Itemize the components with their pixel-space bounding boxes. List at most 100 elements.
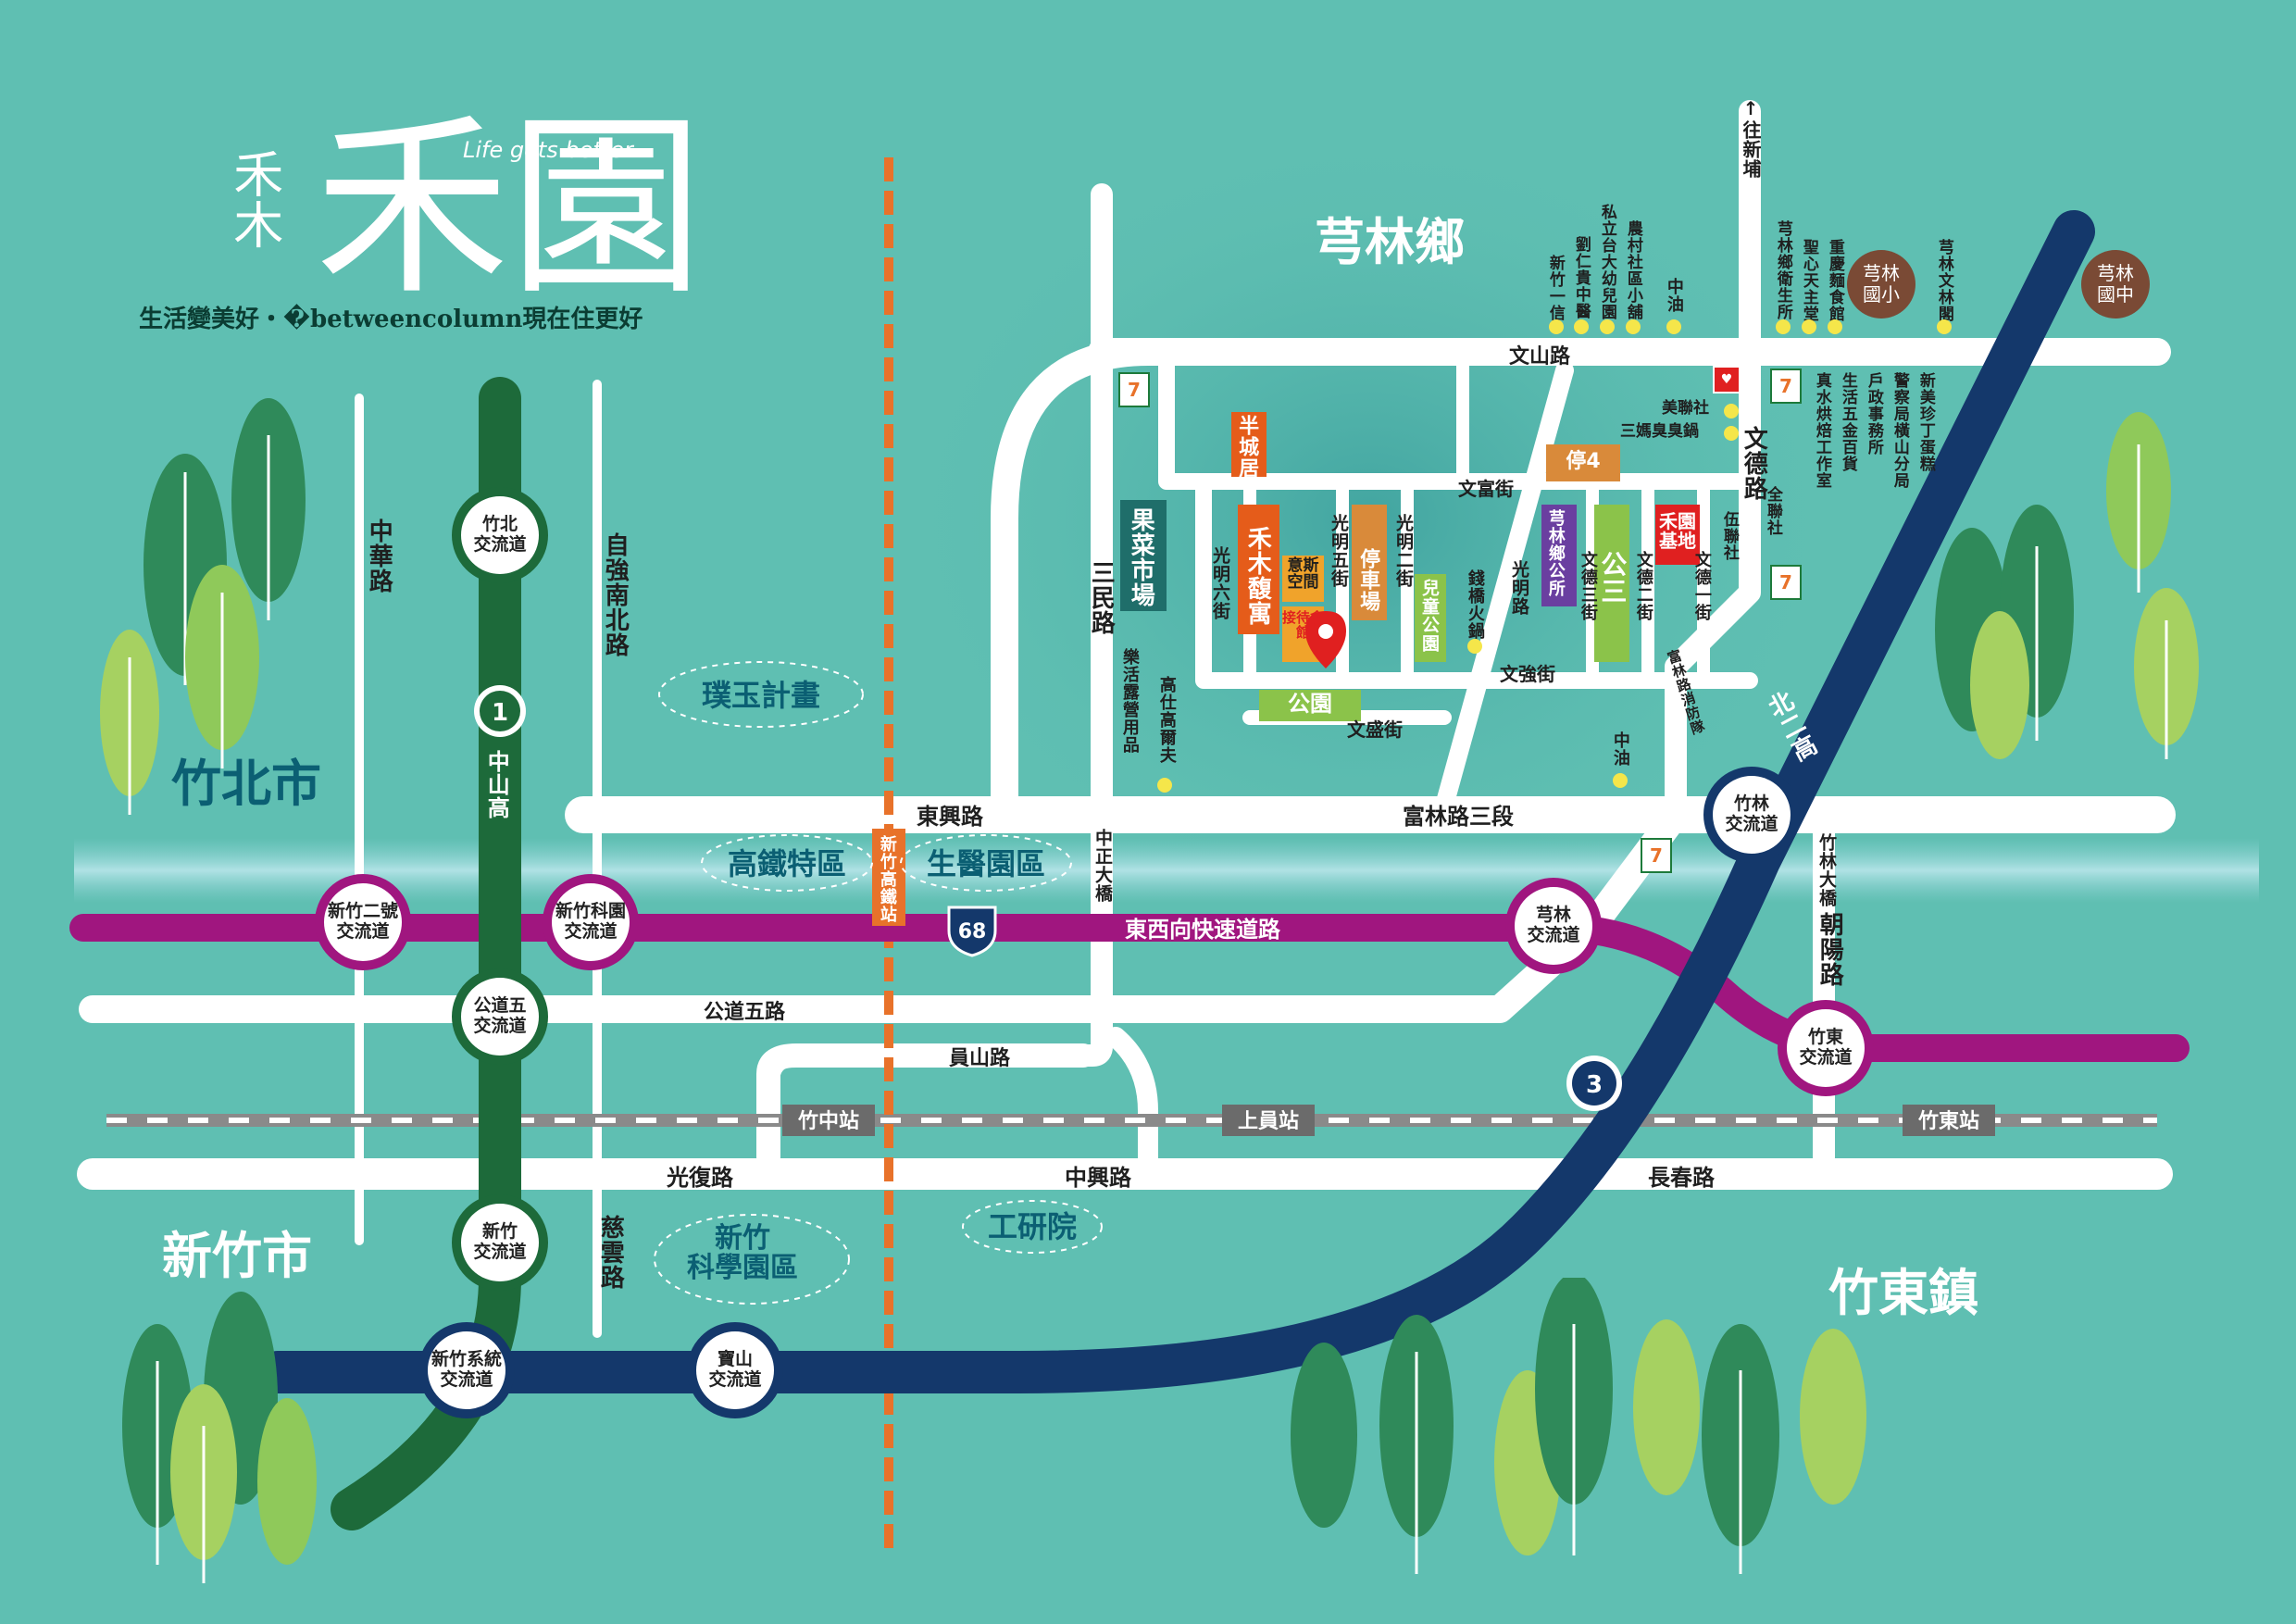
bridge-zhongzheng: 中正大橋 bbox=[1092, 829, 1113, 903]
road-wenqiang-west[interactable] bbox=[1195, 473, 1490, 689]
block-gong3 bbox=[1594, 505, 1629, 662]
trees-southwest bbox=[122, 1292, 317, 1583]
bridge-zhulin: 竹林大橋 bbox=[1816, 833, 1837, 907]
hw3-shield-icon: 3 bbox=[1566, 1056, 1622, 1111]
hw1-number: 1 bbox=[492, 699, 508, 727]
area-science-outline bbox=[654, 1214, 850, 1305]
hw3-number: 3 bbox=[1586, 1071, 1603, 1099]
label-wende: 文德路 bbox=[1740, 426, 1768, 501]
school-qionglin-elem[interactable]: 芎林 國小 bbox=[1847, 250, 1915, 319]
poi-golf: 高仕高爾夫 bbox=[1156, 676, 1177, 764]
label-parking: 停車場 bbox=[1356, 548, 1380, 612]
svg-text:竹東站: 竹東站 bbox=[1917, 1109, 1979, 1133]
poi-credit: 新竹一信 bbox=[1545, 255, 1565, 321]
interchange-hsinchu[interactable]: 新竹 交流道 bbox=[452, 1194, 548, 1291]
label-gongdao5: 公道五路 bbox=[704, 1000, 786, 1024]
poi-credit-dot bbox=[1549, 319, 1564, 334]
area-puyu: 璞玉計畫 bbox=[702, 678, 820, 713]
label-wende3: 文德三街 bbox=[1578, 551, 1598, 621]
interchange-hsinchu2[interactable]: 新竹二號 交流道 bbox=[315, 874, 411, 970]
road-guangming[interactable] bbox=[1435, 361, 1574, 815]
label-chaoyang: 朝陽路 bbox=[1816, 912, 1844, 987]
poi-hotpot-dot bbox=[1467, 639, 1482, 654]
interchange-baoshan[interactable]: 寶山 交流道 bbox=[687, 1322, 783, 1418]
station-hsr[interactable] bbox=[872, 829, 905, 926]
interchange-zhudong[interactable]: 竹東 交流道 bbox=[1778, 1000, 1874, 1096]
block-park bbox=[1259, 690, 1361, 721]
station-zhudong[interactable]: 竹東站 bbox=[1903, 1105, 1995, 1136]
poi-clinic: 劉仁貴中醫 bbox=[1571, 236, 1591, 319]
station-zhuzhong[interactable]: 竹中站 bbox=[782, 1105, 875, 1136]
label-hw1: 中山高 bbox=[483, 750, 510, 819]
area-biomed: 生醫園區 bbox=[927, 846, 1045, 881]
label-wende1: 文德一街 bbox=[1691, 551, 1712, 621]
poi-golf-dot bbox=[1157, 778, 1172, 793]
poi-gas-north: 中油 bbox=[1664, 278, 1684, 313]
label-to-xinpu: ↑往新埔 bbox=[1740, 97, 1762, 179]
interchange-zhulin[interactable]: 竹林 交流道 bbox=[1703, 767, 1800, 863]
label-guangming2: 光明二街 bbox=[1392, 514, 1414, 588]
interchange-gongdao5[interactable]: 公道五 交流道 bbox=[452, 968, 548, 1065]
poi-household: 戶政事務所 bbox=[1864, 372, 1883, 456]
area-itri: 工研院 bbox=[988, 1209, 1077, 1244]
label-wenshan: 文山路 bbox=[1509, 344, 1571, 369]
label-sanmin: 三民路 bbox=[1087, 560, 1116, 635]
label-gong3: 公三 bbox=[1597, 551, 1628, 605]
block-market bbox=[1120, 500, 1167, 611]
poi-gas-north-dot bbox=[1666, 319, 1681, 334]
label-ciyun: 慈雲路 bbox=[596, 1215, 625, 1290]
label-site: 禾園基地 bbox=[1659, 510, 1696, 552]
route68-shield-icon: 68 bbox=[947, 906, 997, 957]
area-biomed-outline bbox=[900, 834, 1072, 892]
poi-camping: 樂活露營用品 bbox=[1119, 648, 1140, 754]
store-pxmart-icon: ♥ bbox=[1713, 366, 1741, 394]
school-qionglin-jr[interactable]: 芎林 國中 bbox=[2081, 250, 2150, 319]
interchange-hsinchu-sci[interactable]: 新竹科園 交流道 bbox=[543, 874, 639, 970]
label-hemu-fuyu: 禾木馥寓 bbox=[1243, 526, 1272, 626]
label-guangming5: 光明五街 bbox=[1328, 514, 1349, 588]
label-wende2: 文德二街 bbox=[1633, 551, 1653, 621]
label-park: 公園 bbox=[1288, 691, 1332, 717]
trees-east bbox=[1935, 412, 2199, 759]
interchange-zhubei[interactable]: 竹北 交流道 bbox=[452, 487, 548, 583]
label-wenfu: 文富街 bbox=[1458, 478, 1514, 500]
area-puyu-outline bbox=[658, 661, 864, 728]
hw3-line[interactable] bbox=[256, 210, 2095, 1393]
svg-text:上員站: 上員站 bbox=[1238, 1110, 1299, 1133]
town-zhudong: 竹東鎮 bbox=[1828, 1264, 1978, 1322]
label-childpark: 兒童公園 bbox=[1418, 579, 1440, 653]
block-hemu-fuyu bbox=[1238, 505, 1279, 634]
road-wende[interactable] bbox=[1665, 100, 1761, 826]
poi-wulian: 伍聯社 bbox=[1719, 511, 1739, 561]
logo-large: 禾園 bbox=[315, 94, 705, 321]
label-route68: 東西向快速道路 bbox=[1125, 917, 1281, 943]
poi-gas-south: 中油 bbox=[1610, 731, 1630, 767]
station-shangyuan[interactable]: 上員站 bbox=[1222, 1105, 1315, 1136]
poi-bakery: 真水烘焙工作室 bbox=[1812, 372, 1831, 489]
route68-number: 68 bbox=[958, 920, 987, 943]
road-yuanshan-east[interactable] bbox=[1105, 1027, 1158, 1177]
store-7eleven-icon: 7 bbox=[1641, 838, 1672, 873]
location-pin-icon[interactable] bbox=[1305, 611, 1346, 668]
area-hsr-zone: 高鐵特區 bbox=[728, 846, 846, 881]
road-yuanshan[interactable] bbox=[756, 1043, 1095, 1169]
trees-west bbox=[100, 398, 306, 815]
poi-gas-south-dot bbox=[1613, 773, 1628, 788]
label-zhongxing: 中興路 bbox=[1065, 1165, 1132, 1191]
label-hsr-station: 新竹高鐵站 bbox=[877, 835, 897, 923]
poi-health-dot bbox=[1776, 319, 1791, 334]
interchange-qionglin[interactable]: 芎林 交流道 bbox=[1505, 878, 1602, 974]
block-ting4 bbox=[1546, 444, 1620, 481]
poi-meilian-dot bbox=[1724, 404, 1739, 418]
poi-police: 警察局橫山分局 bbox=[1890, 372, 1909, 489]
store-7eleven-icon: 7 bbox=[1770, 369, 1802, 404]
interchange-hsinchu-sys[interactable]: 新竹系統 交流道 bbox=[418, 1322, 515, 1418]
poi-wenlin: 芎林文林閣 bbox=[1934, 239, 1953, 322]
slogan: 生活變美好・�betweencolumn現在住更好 bbox=[139, 306, 643, 333]
poi-quanlian: 全聯社 bbox=[1763, 486, 1782, 536]
town-qionglin: 芎林鄉 bbox=[1315, 213, 1465, 271]
label-ting4: 停4 bbox=[1566, 450, 1601, 473]
label-wensheng: 文盛街 bbox=[1347, 718, 1403, 741]
poi-church-dot bbox=[1802, 319, 1816, 334]
logo-small: 禾木 bbox=[224, 148, 283, 250]
